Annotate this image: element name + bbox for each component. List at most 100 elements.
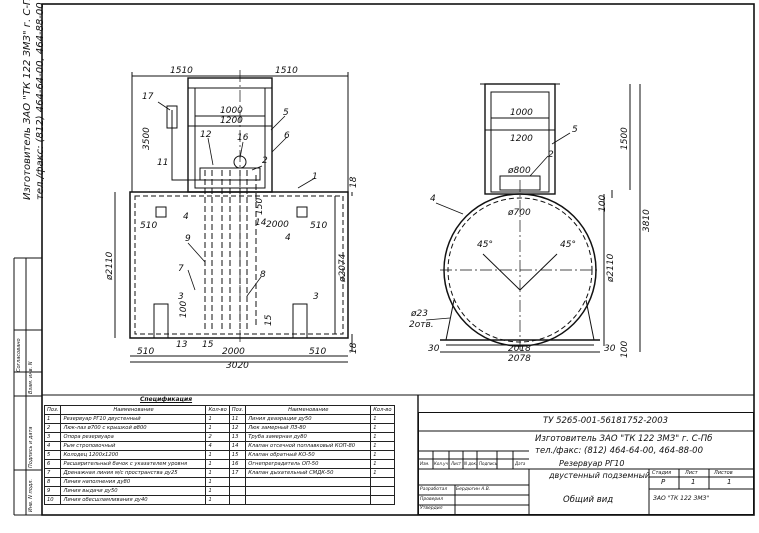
spec-cell: 8 [43,477,62,487]
spec-cell: 1 [370,459,395,469]
spec-cell: 1 [205,468,230,478]
spec-cell: Труба замерная ду80 [245,432,372,442]
dim-510-left: 510 [140,221,158,231]
dim-3500: 3500 [142,127,152,150]
spec-cell [245,477,372,487]
view-name: Общий вид [563,495,614,505]
spec-cell: Рым строповочный [60,441,207,451]
col-sheet: Лист [451,461,462,466]
dim-dia-700: ø700 [508,208,531,218]
callout-6: 6 [284,131,290,141]
dim-holes-note: 2отв. [409,320,434,330]
side-maker-line1: Изготовитель ЗАО "ТК 122 ЗМЗ" г. С-Пб [22,0,33,200]
col-signature: Подпись [479,461,497,466]
spec-cell: 3 [43,432,62,442]
spec-cell: Огнепреградитель ОП-50 [245,459,372,469]
spec-cell: Люк замерный ЛЗ-80 [245,423,372,433]
callout-2-front: 2 [262,156,268,166]
dim-2078: 2078 [508,354,531,364]
callout-5-side: 5 [572,125,578,135]
callout-13: 13 [176,340,188,350]
callout-3-left: 3 [178,292,184,302]
spec-cell [370,495,395,505]
spec-cell: 16 [228,459,247,469]
spec-cell: 4 [205,441,230,451]
label-inv-number: Инв. N подл. [28,478,34,512]
spec-cell: Клапан отсечной поплавковый КОП-80 [245,441,372,451]
spec-cell: 6 [43,459,62,469]
callout-15: 15 [202,340,214,350]
sheet-value: 1 [691,478,696,486]
spec-cell: 2 [43,423,62,433]
spec-cell: 2 [205,432,230,442]
spec-header-row: Поз. Наименование Кол-во Поз. Наименован… [43,405,395,415]
col-change: Изм. [420,461,430,466]
spec-cell: 1 [205,423,230,433]
callout-17: 17 [142,92,154,102]
dim-2000-bottom: 2000 [222,347,245,357]
callout-3-right: 3 [313,292,319,302]
spec-cell: 5 [43,450,62,460]
dim-3810: 3810 [642,209,652,232]
spec-cell: 1 [43,414,62,424]
spec-cell: 1 [205,477,230,487]
spec-cell: 1 [370,441,395,451]
role-approver: Утвердил [420,506,443,511]
product-name-2: двустенный подземный [549,471,651,480]
spec-cell: Резервуар РГ10 двустенный [60,414,207,424]
col-date: Дата [515,461,526,466]
spec-cell: Люк-лаз ø700 с крышкой ø800 [60,423,207,433]
spec-cell: 9 [43,486,62,496]
spec-cell: Линия наполнения ду80 [60,477,207,487]
spec-cell: Дренажная линия м/с пространства ду25 [60,468,207,478]
spec-cell: 1 [205,459,230,469]
spec-cell [228,486,247,496]
spec-cell [228,477,247,487]
dim-510-bottom-left: 510 [137,347,155,357]
spec-cell: 1 [370,450,395,460]
spec-cell: Клапан обратный КО-50 [245,450,372,460]
spec-cell: Опора резервуара [60,432,207,442]
spec-cell: Расширительный бачок с указателем уровня [60,459,207,469]
title-block-grid [419,430,753,514]
callout-14: 14 [255,218,267,228]
dim-100-side-bottom: 100 [620,340,630,358]
dim-dia-2110-front: ø2110 [105,251,115,280]
spec-cell: 10 [43,495,62,505]
spec-header-name2: Наименование [245,405,372,415]
dim-1510-left: 1510 [170,66,193,76]
dim-dia-800: ø800 [508,166,531,176]
dim-100-front: 100 [179,300,189,318]
spec-cell: Клапан дыхательный СМДК-50 [245,468,372,478]
spec-cell: 17 [228,468,247,478]
dim-1500: 1500 [620,127,630,150]
sheet-label: Лист [685,470,698,476]
callout-4-side: 4 [430,194,436,204]
role-developer: Разработал [420,487,448,492]
dim-150: 150 [255,197,265,215]
developer-name: Бердюгин А.В. [456,487,491,492]
dim-18-top: 18 [349,176,359,188]
spec-header-name: Наименование [60,405,207,415]
maker-phone: тел./факс: (812) 464-64-00, 464-88-00 [535,446,703,456]
col-count: Кол.уч [434,461,448,466]
spec-cell: 1 [205,414,230,424]
spec-cell: 1 [205,495,230,505]
spec-cell: 15 [228,450,247,460]
dim-18-bottom: 18 [349,342,359,354]
dim-30-right: 30 [604,344,616,354]
dim-1200-front: 1200 [220,116,243,126]
spec-table: Поз. Наименование Кол-во Поз. Наименован… [43,405,395,505]
callout-12: 12 [200,130,212,140]
spec-cell [245,486,372,496]
dim-1000-front: 1000 [220,106,243,116]
stage-label: Стадия [652,470,672,476]
spec-cell [228,495,247,505]
callout-16: 16 [237,133,249,143]
label-approved: Согласовано [16,338,22,372]
spec-cell: 12 [228,423,247,433]
